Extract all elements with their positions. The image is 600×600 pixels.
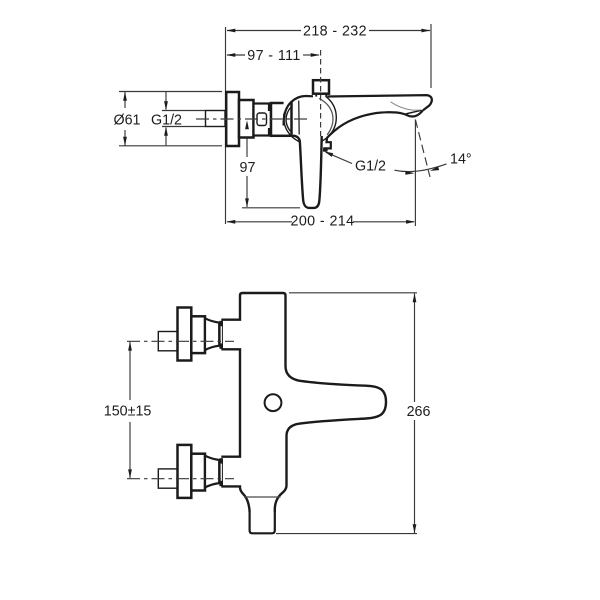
svg-text:G1/2: G1/2	[355, 158, 386, 174]
svg-text:G1/2: G1/2	[151, 112, 182, 128]
svg-text:266: 266	[407, 404, 431, 420]
svg-text:150±15: 150±15	[104, 404, 152, 420]
svg-text:Ø61: Ø61	[113, 112, 140, 128]
svg-text:97 - 111: 97 - 111	[247, 48, 301, 64]
svg-text:200 - 214: 200 - 214	[290, 214, 354, 230]
svg-text:218 - 232: 218 - 232	[303, 23, 367, 39]
svg-text:97: 97	[240, 160, 256, 176]
svg-text:14°: 14°	[450, 152, 472, 168]
